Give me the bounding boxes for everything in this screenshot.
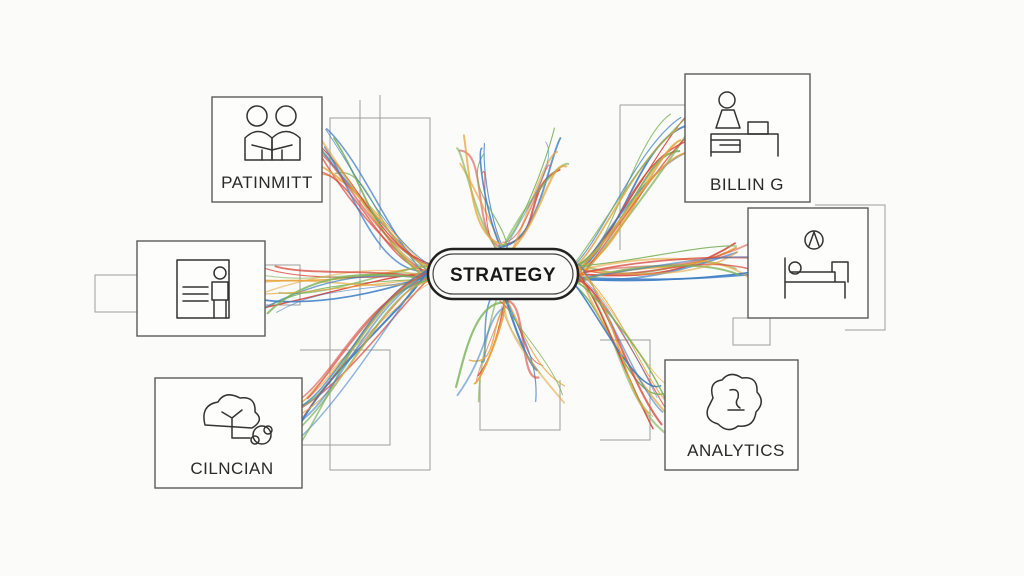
brain-icon	[706, 373, 762, 431]
branch-line	[297, 272, 429, 424]
branch-line	[573, 267, 654, 430]
patient-bed-icon	[784, 230, 849, 299]
branch-line	[577, 263, 664, 413]
branch-line	[316, 142, 434, 266]
branch-line	[571, 150, 681, 270]
person-at-desk-icon	[710, 91, 779, 157]
branch-line	[572, 263, 752, 275]
branch-line	[506, 302, 563, 396]
node-patient-label: PATINMITT	[221, 173, 313, 192]
cloud-network-icon	[203, 394, 273, 445]
branch-line	[294, 276, 437, 433]
node-care[interactable]	[747, 207, 869, 319]
branch-line	[314, 148, 433, 266]
branch-line	[333, 137, 430, 281]
branch-line	[571, 251, 739, 275]
branch-line	[455, 301, 508, 388]
branch-line	[575, 264, 651, 415]
branch-line	[503, 300, 540, 379]
strategy-hub-inner-outline	[432, 253, 574, 295]
node-clinician[interactable]: CILNCIAN	[154, 377, 303, 489]
branch-line	[325, 128, 430, 265]
branch-line	[569, 278, 662, 388]
node-patient[interactable]: PATINMITT	[211, 96, 323, 203]
branch-line	[456, 305, 507, 397]
branch-line	[576, 279, 663, 426]
node-billing-frame	[684, 73, 811, 203]
branch-line	[569, 263, 675, 387]
branch-line	[571, 113, 692, 267]
branch-line	[479, 147, 505, 254]
branch-line	[287, 269, 430, 413]
node-analytics[interactable]: ANALYTICS	[664, 359, 799, 471]
branch-line	[462, 134, 509, 246]
node-analytics-frame	[664, 359, 799, 471]
node-analytics-label: ANALYTICS	[687, 441, 785, 460]
branch-line	[571, 245, 738, 268]
branch-line	[287, 280, 433, 421]
node-staff[interactable]	[136, 240, 266, 337]
branch-line	[311, 125, 431, 282]
branch-line	[498, 137, 562, 248]
branch-line	[325, 128, 431, 281]
branch-line	[497, 288, 566, 387]
strategy-hub[interactable]: STRATEGY	[426, 247, 580, 301]
branch-line	[502, 165, 568, 259]
branch-line	[506, 168, 561, 246]
strategy-hub-label: STRATEGY	[450, 265, 556, 286]
node-staff-frame	[136, 240, 266, 337]
strategy-hub-outline	[426, 247, 580, 301]
branch-line	[266, 273, 430, 315]
branch-line	[302, 282, 431, 403]
branch-line	[498, 127, 555, 247]
branch-line	[569, 256, 762, 281]
branch-line	[572, 116, 687, 267]
branch-line	[577, 265, 673, 420]
node-billing[interactable]: BILLIN G	[684, 73, 811, 203]
node-clinician-label: CILNCIAN	[190, 459, 273, 478]
node-care-frame	[747, 207, 869, 319]
node-billing-label: BILLIN G	[710, 175, 784, 194]
branch-line	[571, 257, 754, 282]
node-clinician-frame	[154, 377, 303, 489]
person-at-board-icon	[176, 259, 230, 319]
two-people-icon	[244, 105, 301, 161]
branch-line	[572, 116, 682, 268]
branch-line	[502, 289, 566, 404]
branch-line	[306, 272, 429, 400]
branch-line	[301, 278, 437, 442]
branch-line	[568, 151, 697, 278]
branch-line	[576, 270, 758, 282]
